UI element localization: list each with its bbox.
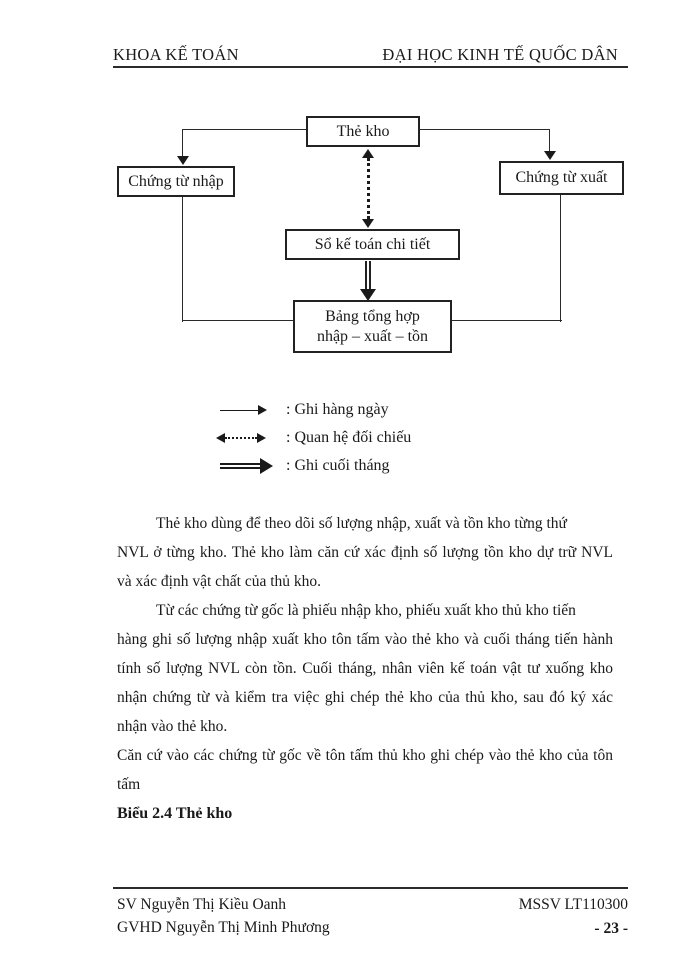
box-bang-tong-hop-line1: Bảng tổng hợp	[325, 307, 420, 325]
footer-student-name: SV Nguyễn Thị Kiều Oanh	[117, 896, 287, 913]
connector-topleft-vertical	[182, 129, 183, 157]
legend-item-reconcile: : Quan hệ đối chiếu	[216, 424, 411, 452]
solid-arrow-icon	[216, 405, 286, 415]
paragraph-line: nhận chứng từ và kiểm tra việc ghi chép …	[117, 689, 613, 706]
paragraph-line: Thẻ kho dùng để theo dõi số lượng nhập, …	[156, 515, 567, 532]
body-text: Thẻ kho dùng để theo dõi số lượng nhập, …	[117, 509, 613, 828]
connector-topright-vertical	[549, 129, 550, 152]
box-bang-tong-hop-line2: nhập – xuất – tồn	[316, 327, 429, 345]
connector-topright-horizontal	[420, 129, 550, 130]
connector-bottomleft-horizontal	[182, 320, 293, 321]
box-bang-tong-hop: Bảng tổng hợp nhập – xuất – tồn	[293, 300, 452, 353]
connector-bottomright-horizontal	[452, 320, 562, 321]
header-left-text: KHOA KẾ TOÁN	[113, 45, 239, 64]
connector-bottomright-vertical	[560, 195, 561, 322]
paragraph-line: tấm	[117, 776, 141, 793]
footer-student-id: MSSV LT110300	[518, 896, 628, 913]
dotted-double-arrow-icon	[216, 433, 286, 443]
footer-left: SV Nguyễn Thị Kiều Oanh GVHD Nguyễn Thị …	[117, 893, 330, 939]
arrow-down-icon	[177, 156, 189, 165]
paragraph-line: hàng ghi số lượng nhập xuất kho tôn tấm …	[117, 631, 613, 648]
legend-item-monthly: : Ghi cuối tháng	[216, 452, 411, 480]
box-the-kho: Thẻ kho	[306, 116, 420, 147]
arrow-up-icon	[362, 149, 374, 158]
paragraph-line: Từ các chứng từ gốc là phiếu nhập kho, p…	[156, 602, 576, 619]
box-so-ke-toan-label: Sổ kế toán chi tiết	[314, 235, 431, 253]
arrow-down-icon	[360, 289, 376, 301]
legend-label: : Ghi hàng ngày	[286, 401, 389, 418]
legend-label: : Quan hệ đối chiếu	[286, 429, 412, 446]
double-line-connector-vertical	[365, 261, 371, 291]
dotted-connector-vertical	[367, 158, 370, 219]
header-right-text: ĐẠI HỌC KINH TẾ QUỐC DÂN	[382, 45, 618, 64]
connector-bottomleft-vertical	[182, 197, 183, 322]
box-so-ke-toan-chi-tiet: Sổ kế toán chi tiết	[285, 229, 460, 260]
legend-item-daily: : Ghi hàng ngày	[216, 396, 411, 424]
page-header: KHOA KẾ TOÁN ĐẠI HỌC KINH TẾ QUỐC DÂN	[113, 45, 628, 68]
paragraph-line: tính số lượng NVL còn tồn. Cuối tháng, n…	[117, 660, 613, 677]
paragraph-line: NVL ở từng kho. Thẻ kho làm căn cứ xác đ…	[117, 544, 613, 561]
paragraph-line: và xác định vật chất của thủ kho.	[117, 573, 322, 590]
connector-topleft-horizontal	[183, 129, 306, 130]
footer-right: MSSV LT110300 - 23 -	[519, 893, 628, 941]
box-chung-tu-nhap: Chứng từ nhập	[117, 166, 235, 197]
double-line-arrow-icon	[216, 458, 286, 474]
paragraph-line: Căn cứ vào các chứng từ gốc về tôn tấm t…	[117, 747, 613, 764]
box-the-kho-label: Thẻ kho	[336, 122, 390, 140]
box-chung-tu-xuat-label: Chứng từ xuất	[515, 169, 608, 186]
page-number: - 23 -	[594, 920, 628, 937]
box-chung-tu-xuat: Chứng từ xuất	[499, 161, 624, 195]
arrow-down-icon	[544, 151, 556, 160]
figure-caption: Biểu 2.4 Thẻ kho	[117, 805, 233, 822]
paragraph-line: nhận vào thẻ kho.	[117, 718, 228, 735]
footer-advisor-name: GVHD Nguyễn Thị Minh Phương	[117, 919, 330, 936]
legend-label: : Ghi cuối tháng	[286, 457, 390, 474]
diagram-legend: : Ghi hàng ngày : Quan hệ đối chiếu : Gh…	[216, 396, 411, 480]
box-chung-tu-nhap-label: Chứng từ nhập	[128, 172, 224, 190]
arrow-down-icon	[362, 219, 374, 228]
footer-rule	[113, 887, 628, 889]
